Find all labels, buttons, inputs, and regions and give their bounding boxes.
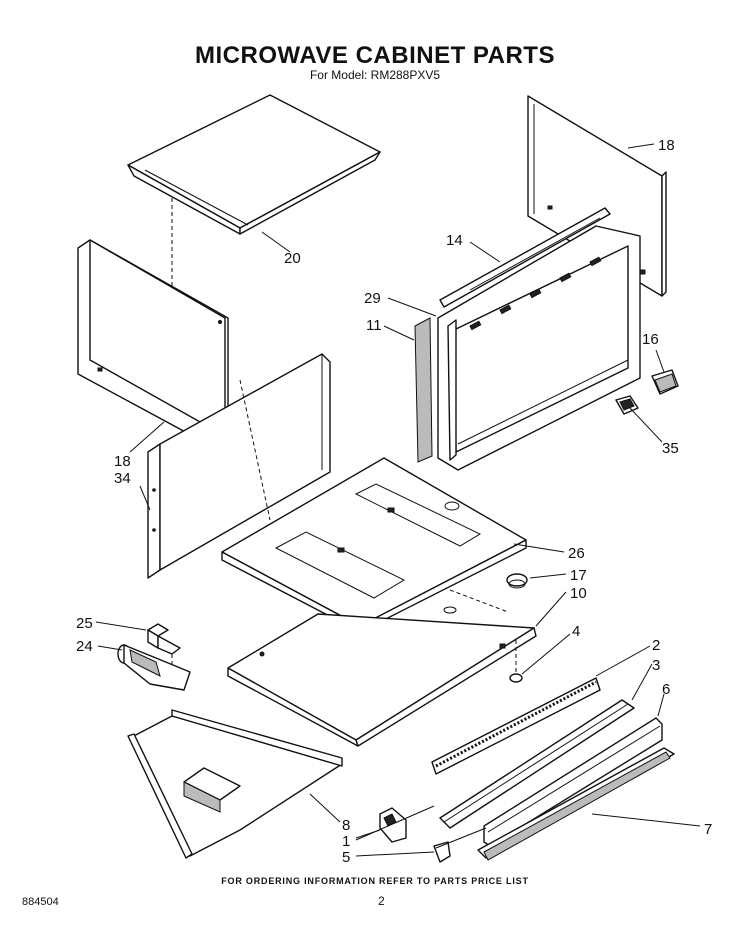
- callout-17: 17: [570, 567, 587, 584]
- ordering-note: FOR ORDERING INFORMATION REFER TO PARTS …: [221, 876, 529, 886]
- callout-26: 26: [568, 545, 585, 562]
- callout-4: 4: [572, 623, 580, 640]
- callout-1: 1: [342, 833, 350, 850]
- callout-25: 25: [76, 615, 93, 632]
- exploded-parts-diagram: 18 20 14 29 11 16 35 18 34 26 17 10 4 25…: [76, 94, 712, 866]
- callout-8: 8: [342, 817, 350, 834]
- callout-34: 34: [114, 470, 131, 487]
- part-bracket: [147, 623, 181, 655]
- document-number: 884504: [22, 896, 59, 908]
- callout-20: 20: [284, 250, 301, 267]
- leader-lines: [95, 143, 701, 857]
- callout-10: 10: [570, 585, 587, 602]
- page-number: 2: [378, 894, 385, 908]
- guide-line: [449, 589, 509, 613]
- callout-11: 11: [366, 317, 382, 334]
- callout-6: 6: [662, 681, 670, 698]
- part-side-trim-strip: [414, 317, 433, 463]
- part-top-trim-strip: [439, 207, 611, 308]
- part-knob: [433, 841, 451, 863]
- part-channel: [483, 717, 663, 847]
- part-door-frame: [437, 225, 641, 471]
- callout-2: 2: [652, 637, 660, 654]
- part-floor-shelf: [127, 709, 343, 859]
- callout-35: 35: [662, 440, 679, 457]
- part-left-side-panel: [77, 239, 229, 449]
- callout-3: 3: [652, 657, 660, 674]
- part-bottom-tray: [221, 457, 527, 633]
- part-air-duct: [117, 644, 191, 691]
- callout-18-left: 18: [114, 453, 131, 470]
- part-grommet: [506, 573, 528, 589]
- guide-line: [239, 379, 271, 521]
- part-grille-mesh: [431, 677, 601, 775]
- callout-24: 24: [76, 638, 93, 655]
- callout-14: 14: [446, 232, 463, 249]
- part-front-rail: [439, 699, 635, 829]
- part-base-panel: [227, 606, 537, 747]
- part-fastener: [509, 673, 523, 683]
- part-small-block: [651, 369, 679, 395]
- callout-7: 7: [704, 821, 712, 838]
- page-title: MICROWAVE CABINET PARTS: [195, 42, 555, 69]
- callout-29: 29: [364, 290, 381, 307]
- part-top-cover: [127, 94, 381, 235]
- part-wrap-panel: [147, 353, 331, 579]
- part-switch: [615, 395, 639, 415]
- part-latch-block: [379, 807, 407, 843]
- model-subtitle: For Model: RM288PXV5: [309, 68, 441, 82]
- callout-5: 5: [342, 849, 350, 866]
- callout-18-right: 18: [658, 137, 675, 154]
- callout-16: 16: [642, 331, 659, 348]
- part-base-trim: [477, 747, 675, 861]
